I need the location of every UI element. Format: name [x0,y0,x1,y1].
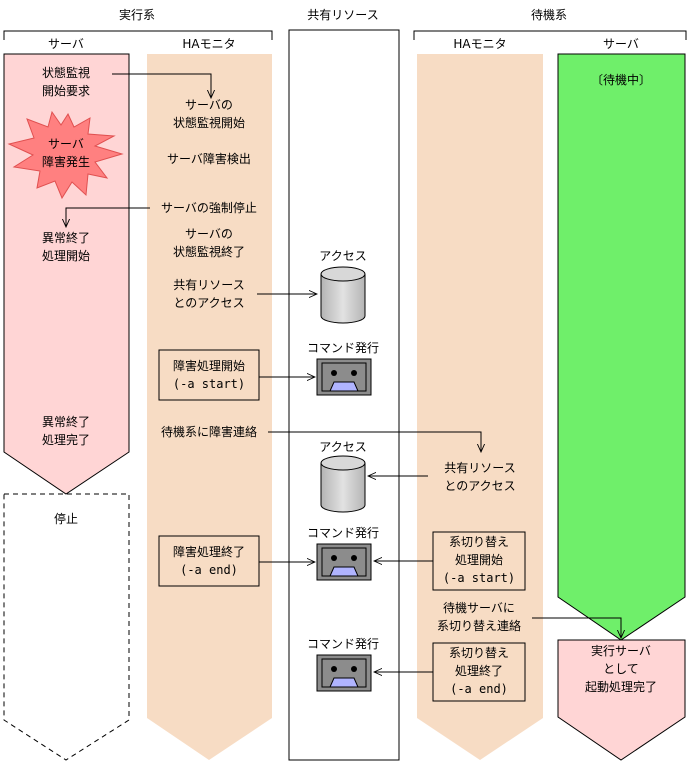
force-stop-label: サーバの強制停止 [161,200,257,215]
command-label-1: コマンド発行 [307,341,379,355]
monitor-start-line2: 状態監視開始 [173,115,245,130]
access-label-2: アクセス [319,440,366,454]
switch-end-line2: 処理終了 [455,663,503,678]
disk-cylinder-icon-2 [320,455,366,513]
bracket-active-system [3,30,273,40]
switch-end-line3: (-a end) [450,682,508,696]
abnormal-end-start-line2: 処理開始 [42,249,90,263]
switch-start-line3: (-a start) [443,571,515,585]
failure-proc-end-line2: (-a end) [180,563,238,577]
command-device-icon-3 [316,654,372,692]
failure-proc-end-line1: 障害処理終了 [173,544,245,559]
monitor-start-line1: サーバの [185,98,233,112]
abnormal-end-done-line1: 異常終了 [42,414,90,429]
switch-start-line1: 系切り替え [449,535,509,549]
switch-end-box [432,642,526,702]
abnormal-end-start-line1: 異常終了 [42,230,90,245]
arrow-notify-standby [268,431,481,452]
failure-burst-line1: サーバ [48,137,84,151]
standby-access-shared-line1: 共有リソース [444,461,515,475]
notify-standby-label: 待機系に障害連絡 [161,424,257,439]
access-label-1: アクセス [319,249,366,263]
abnormal-end-done-line2: 処理完了 [42,432,90,447]
command-device-icon-1 [316,358,372,396]
column-header-standby-ha-monitor: HAモニタ [453,37,506,51]
notify-server-line2: 系切り替え連絡 [437,618,521,633]
failure-proc-start-line2: (-a start) [173,377,245,391]
arrow-monitor-request [112,73,211,98]
standby-access-shared-line2: とのアクセス [444,479,515,493]
stopped-label: 停止 [54,511,78,526]
active-server-stopped-lane [3,493,130,761]
header-shared-resource: 共有リソース [307,8,378,22]
header-active-system: 実行系 [119,7,155,22]
access-shared-line2: とのアクセス [173,296,244,310]
standby-server-lane [557,53,686,641]
failure-detect-label: サーバ障害検出 [167,151,251,166]
command-label-3: コマンド発行 [307,637,379,651]
disk-cylinder-icon-1 [320,266,366,324]
command-device-icon-2 [316,543,372,581]
monitor-request-line2: 開始要求 [42,84,90,98]
header-standby-system: 待機系 [531,7,567,22]
switch-start-box [432,531,526,591]
failure-burst-icon [7,110,124,200]
arrow-notify-server [532,617,621,638]
monitor-request-line1: 状態監視 [42,65,90,80]
standby-waiting-label: 〔待機中〕 [591,72,651,87]
arrow-force-stop [66,207,150,227]
standby-server-active-lane [557,639,686,761]
started-line1: 実行サーバ [591,643,651,658]
failure-proc-start-line1: 障害処理開始 [173,358,245,373]
command-label-2: コマンド発行 [307,526,379,540]
notify-server-line1: 待機サーバに [443,600,515,615]
switch-start-line2: 処理開始 [455,553,503,567]
monitor-end-line2: 状態監視終了 [173,244,245,259]
started-line2: として [603,662,639,676]
access-shared-line1: 共有リソース [173,278,244,292]
column-header-active-ha-monitor: HAモニタ [182,37,235,51]
bracket-standby-system [413,30,687,40]
column-header-standby-server: サーバ [603,37,639,51]
monitor-end-line1: サーバの [185,227,233,241]
column-header-active-server: サーバ [48,37,84,51]
failure-proc-end-box [158,535,260,587]
started-line3: 起動処理完了 [585,679,657,694]
switch-end-line1: 系切り替え [449,646,509,660]
failure-burst-line2: 障害発生 [42,154,90,169]
failure-proc-start-box [158,349,260,401]
